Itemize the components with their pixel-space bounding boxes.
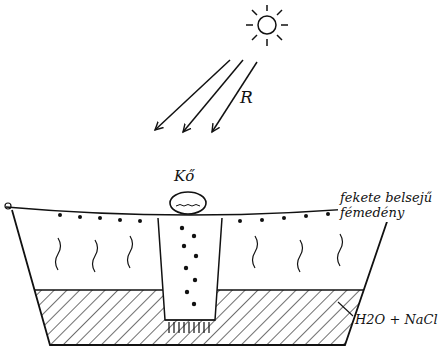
stone-label: Kő [174, 168, 194, 185]
radiation-arrows [155, 60, 257, 132]
vessel-label: fekete belsejű fémedény [338, 190, 446, 222]
metal-vessel [12, 207, 392, 345]
sun-symbol [246, 5, 288, 46]
vapour-lines [56, 234, 343, 272]
cup-base [165, 320, 215, 333]
leader-line [338, 302, 353, 316]
stone [170, 192, 206, 214]
droplets [58, 212, 330, 306]
radiation-label: R [240, 88, 253, 108]
water-label: H2O + NaCl [355, 313, 438, 328]
collecting-cup [158, 218, 222, 320]
